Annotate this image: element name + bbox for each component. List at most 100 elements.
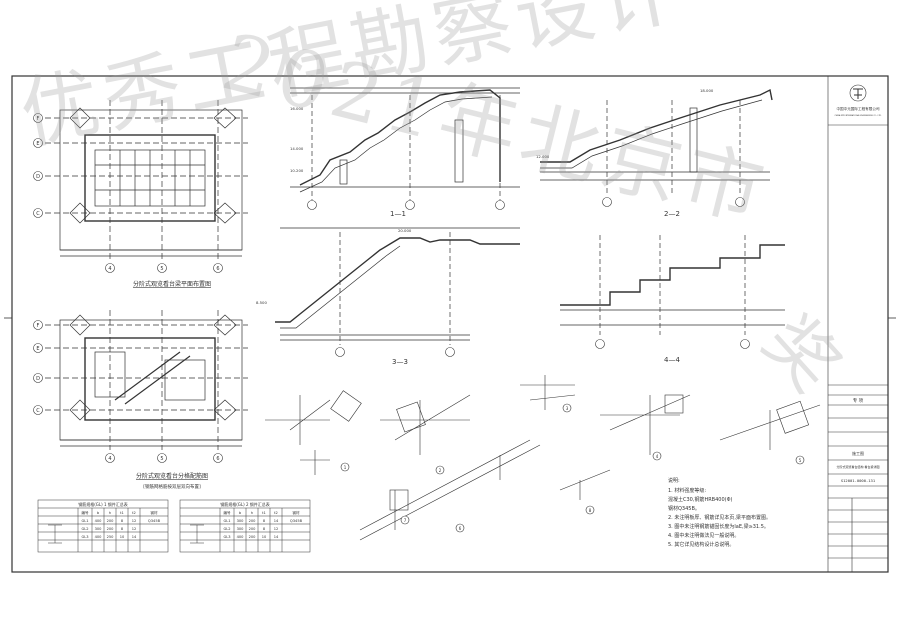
s33-elev-2: 20.000 xyxy=(398,228,412,233)
t2-r1-2: 200 xyxy=(249,527,257,531)
section-4-4-title: 4—4 xyxy=(664,356,680,364)
steel-table-1-title: 钢筋规格(GL) 1 钢件汇总表 xyxy=(78,501,128,507)
s22-elev-2: 12.000 xyxy=(536,154,550,159)
section-3-3-axis xyxy=(335,347,455,357)
t1-r1-2: 200 xyxy=(107,527,115,531)
t1-h-2: h xyxy=(109,511,111,515)
t2-h-4: t2 xyxy=(274,511,278,515)
t2-r1-3: 8 xyxy=(263,527,266,531)
section-1-1-axis xyxy=(307,200,505,210)
plan-2-reinforcement xyxy=(45,310,248,450)
plan2-axis-C: C xyxy=(36,408,40,414)
t1-h-5: 钢材 xyxy=(150,510,158,515)
t2-r2-3: 10 xyxy=(262,535,267,539)
notes-line-2: 混凝土C30,钢筋HRB400(Φ) xyxy=(668,496,733,503)
t2-r0-0: GL1 xyxy=(223,519,230,523)
plan1-axis-6: 6 xyxy=(216,266,219,272)
plan-1-axis-bubbles xyxy=(33,113,223,273)
detail-label-4: 4 xyxy=(656,454,659,459)
notes-line-4: 2. 未注明板厚、钢筋详见本页,梁平面布置图。 xyxy=(668,514,771,521)
t1-r1-1: 300 xyxy=(95,527,103,531)
t2-r0-2: 200 xyxy=(249,519,257,523)
detail-markers xyxy=(340,403,805,533)
t1-r2-2: 250 xyxy=(107,535,115,539)
t1-h-1: b xyxy=(97,511,100,515)
detail-label-5: 5 xyxy=(799,458,802,463)
t1-r2-3: 10 xyxy=(120,535,125,539)
t2-r0-5: Q345B xyxy=(290,519,303,523)
plan1-axis-F: F xyxy=(37,116,40,122)
t1-h-0: 编号 xyxy=(81,510,89,515)
section-2-2 xyxy=(540,88,773,195)
t1-r0-3: 8 xyxy=(121,519,124,523)
s22-elev-1: 18.000 xyxy=(700,88,714,93)
s11-elev-1: 16.000 xyxy=(290,106,304,111)
detail-label-7: 7 xyxy=(404,518,407,523)
t2-h-3: t1 xyxy=(262,511,266,515)
t2-r1-4: 12 xyxy=(274,527,279,531)
general-notes: 说明: 1. 材料强度等级: 混凝土C30,钢筋HRB400(Φ) 钢材Q345… xyxy=(668,477,771,548)
plan2-axis-6: 6 xyxy=(216,456,219,462)
drawing-stage: 施工图 xyxy=(852,450,864,456)
section-4-4 xyxy=(560,235,785,335)
plan2-axis-4: 4 xyxy=(108,456,111,462)
notes-line-7: 5. 其它详见结构设计总说明。 xyxy=(668,541,734,548)
t1-r2-0: GL3 xyxy=(81,535,88,539)
t2-r2-2: 200 xyxy=(249,535,257,539)
plan1-axis-5: 5 xyxy=(160,266,163,272)
plan-2-title: 分阶式观览看台分格配筋图 xyxy=(136,472,208,480)
t2-r0-4: 14 xyxy=(274,519,279,523)
t1-h-4: t2 xyxy=(132,511,136,515)
t2-h-1: b xyxy=(239,511,242,515)
steel-table-1 xyxy=(37,499,169,553)
detail-label-2: 2 xyxy=(439,468,442,473)
t1-r0-0: GL1 xyxy=(81,519,88,523)
t2-r0-1: 300 xyxy=(237,519,245,523)
plan-2-axis-bubbles xyxy=(33,320,223,463)
plan-1-framing xyxy=(45,100,248,262)
detail-label-3: 3 xyxy=(566,406,569,411)
notes-line-3: 钢材Q345B。 xyxy=(668,505,700,512)
t2-r1-0: GL2 xyxy=(223,527,230,531)
t2-h-5: 钢材 xyxy=(292,510,300,515)
section-3-3-title: 3—3 xyxy=(392,358,408,366)
notes-line-1: 1. 材料强度等级: xyxy=(668,487,706,494)
drawing-number: S12001-0000-131 xyxy=(841,478,876,483)
t2-r2-1: 400 xyxy=(237,535,245,539)
section-1-1 xyxy=(290,87,520,200)
t2-h-0: 编号 xyxy=(223,510,231,515)
t1-r1-3: 8 xyxy=(121,527,124,531)
notes-line-6: 4. 图中未注明做法见一般说明。 xyxy=(668,532,739,539)
detail-label-1: 1 xyxy=(344,465,347,470)
plan1-axis-D: D xyxy=(36,174,40,180)
section-4-4-axis xyxy=(595,339,750,349)
plan1-axis-C: C xyxy=(36,211,40,217)
title-seal: 专 项 xyxy=(853,397,864,404)
t1-h-3: t1 xyxy=(120,511,124,515)
plan1-axis-4: 4 xyxy=(108,266,111,272)
t1-r1-0: GL2 xyxy=(81,527,88,531)
steel-table-2-title: 钢筋规格(GL) 2 钢件汇总表 xyxy=(220,501,270,507)
s11-elev-2: 14.000 xyxy=(290,146,304,151)
t1-r0-1: 400 xyxy=(95,519,103,523)
s11-elev-3: 10.200 xyxy=(290,168,304,173)
t2-r2-4: 14 xyxy=(274,535,279,539)
t1-r0-5: Q345B xyxy=(148,519,161,523)
plan-1-title: 分阶式观览看台梁平面布置图 xyxy=(133,280,211,288)
notes-line-5: 3. 图中未注明钢筋锚固长度为laE,梁≥31.5。 xyxy=(668,523,769,530)
t1-r2-4: 14 xyxy=(132,535,137,539)
t2-r1-1: 300 xyxy=(237,527,245,531)
detail-label-6: 6 xyxy=(459,526,462,531)
node-details xyxy=(265,375,821,541)
plan2-axis-5: 5 xyxy=(160,456,163,462)
plan1-axis-E: E xyxy=(36,141,39,147)
plan2-axis-D: D xyxy=(36,376,40,382)
notes-heading: 说明: xyxy=(668,477,680,484)
plan-2-note: [钢筋网格筋按双层双向布置] xyxy=(143,483,201,490)
detail-label-8: 8 xyxy=(589,508,592,513)
plan2-axis-F: F xyxy=(37,323,40,329)
section-1-1-title: 1—1 xyxy=(390,210,406,218)
title-block xyxy=(827,75,889,573)
t2-h-2: h xyxy=(251,511,253,515)
